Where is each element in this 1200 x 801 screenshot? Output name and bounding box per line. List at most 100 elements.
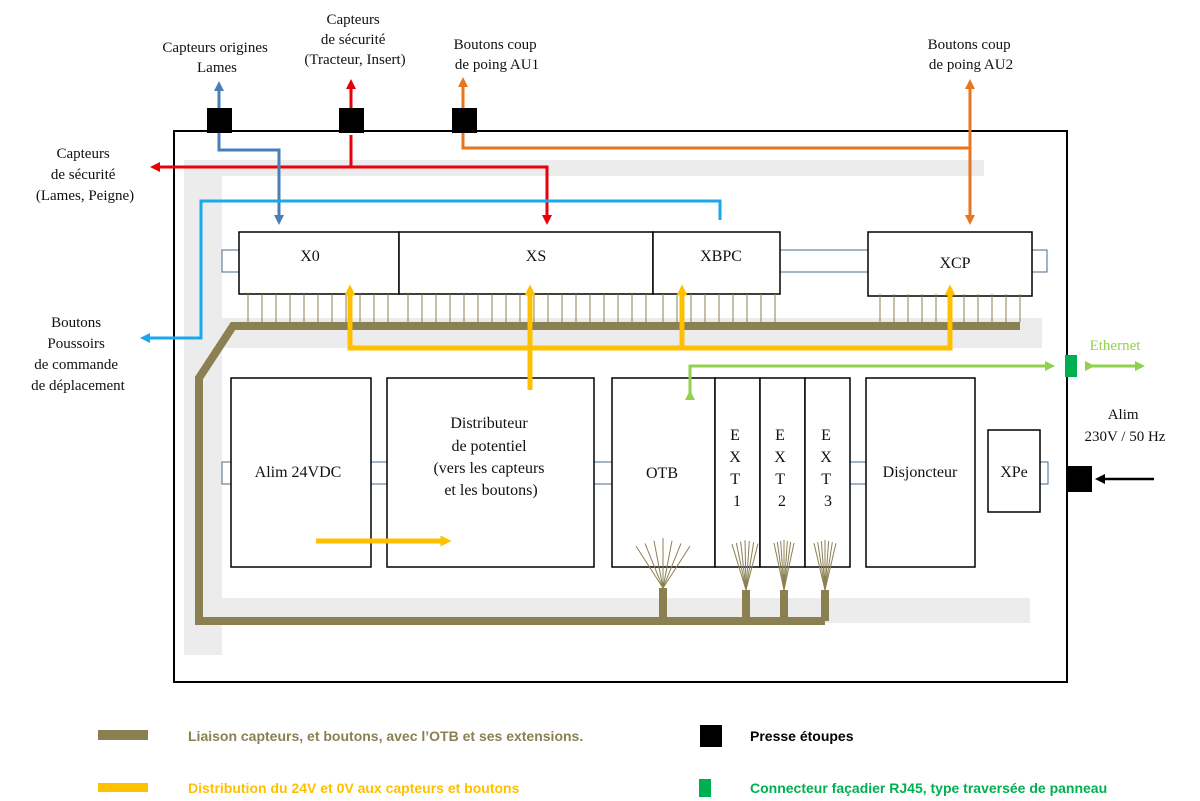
x0-terminal-block xyxy=(238,231,400,295)
xbpc-terminal-block xyxy=(652,231,781,295)
distributeur-label: Distributeur de potentiel (vers les capt… xyxy=(433,415,548,499)
fanout-wire xyxy=(735,542,747,591)
xbpc-label: XBPC xyxy=(700,248,742,265)
ext1-char-1: E xyxy=(730,427,740,444)
fanout-wire xyxy=(824,543,837,591)
cable-gland-securite xyxy=(339,108,364,133)
fanout-wire xyxy=(662,543,682,589)
boutons-au2-line-2: de poing AU2 xyxy=(929,57,1013,73)
fanout-wire xyxy=(662,540,673,589)
capteurs-securite-top-line-1: Capteurs xyxy=(326,12,379,28)
boutons-poussoirs-line-3: de commande xyxy=(34,357,118,373)
legend-gland-swatch xyxy=(700,725,722,747)
label-ethernet: Ethernet xyxy=(1090,338,1142,354)
fanout-wire xyxy=(780,540,785,591)
legend-yellow-swatch xyxy=(98,783,148,792)
legend-item-1: Liaison capteurs, et boutons, avec l’OTB… xyxy=(188,728,583,744)
green-ethernet-wiring xyxy=(685,361,1145,400)
fanout-wire xyxy=(824,542,833,591)
fanout-wire xyxy=(817,542,826,591)
fanout-wire xyxy=(653,540,664,589)
olive-bus xyxy=(195,322,1020,625)
legend: Liaison capteurs, et boutons, avec l’OTB… xyxy=(98,725,1107,797)
fanout-wire xyxy=(635,545,664,589)
capteurs-securite-top-line-3: (Tracteur, Insert) xyxy=(304,52,405,68)
wire-fanouts xyxy=(635,538,837,591)
ext3-char-3: T xyxy=(821,471,831,488)
cable-gland-power xyxy=(1068,466,1092,492)
ext2-char-1: E xyxy=(775,427,785,444)
ext3-module xyxy=(804,377,851,568)
fanout-wire xyxy=(745,540,750,591)
xpe-module xyxy=(987,429,1041,513)
capteurs-origines-line-2: Lames xyxy=(197,60,237,76)
alim-24vdc-label: Alim 24VDC xyxy=(255,464,342,481)
yellow-24v-distribution xyxy=(316,284,956,547)
ext1-label: E X T 1 xyxy=(729,427,745,510)
ext2-char-2: X xyxy=(774,449,786,466)
fanout-wire xyxy=(662,545,691,589)
legend-item-2: Distribution du 24V et 0V aux capteurs e… xyxy=(188,780,520,796)
blue-origin-wiring xyxy=(214,81,284,225)
orange-estop-wiring xyxy=(458,77,975,225)
capteurs-securite-left-line-3: (Lames, Peigne) xyxy=(36,188,134,204)
boutons-au2-line-1: Boutons coup xyxy=(928,37,1011,53)
legend-item-4: Connecteur façadier RJ45, type traversée… xyxy=(750,780,1107,796)
ext3-label: E X T 3 xyxy=(820,427,836,510)
distributeur-line-2: de potentiel xyxy=(451,438,527,455)
ext1-char-2: X xyxy=(729,449,741,466)
ext2-label: E X T 2 xyxy=(774,427,790,510)
distributeur-line-3: (vers les capteurs xyxy=(433,460,544,477)
ext2-char-4: 2 xyxy=(778,493,786,510)
fanout-wire xyxy=(783,541,792,591)
distributeur-module xyxy=(386,377,595,568)
alim-main-line-1: Alim xyxy=(1108,407,1139,423)
fanout-wire xyxy=(731,544,747,591)
fanout-wire xyxy=(776,541,785,591)
alim-main-line-2: 230V / 50 Hz xyxy=(1085,429,1166,445)
fanout-wire xyxy=(824,541,830,591)
legend-item-3: Presse étoupes xyxy=(750,728,854,744)
ext1-char-3: T xyxy=(730,471,740,488)
fanout-wire xyxy=(644,543,664,589)
boutons-poussoirs-line-2: Poussoirs xyxy=(47,336,105,352)
capteurs-securite-left-line-2: de sécurité xyxy=(51,167,116,183)
alim-24vdc-module xyxy=(230,377,372,568)
otb-module xyxy=(611,377,716,568)
ext2-char-3: T xyxy=(775,471,785,488)
capteurs-origines-line-1: Capteurs origines xyxy=(162,40,268,56)
otb-label: OTB xyxy=(646,465,678,482)
distributeur-line-4: et les boutons) xyxy=(444,482,537,499)
fanout-wire xyxy=(783,540,788,591)
label-boutons-au2: Boutons coup de poing AU2 xyxy=(928,37,1015,73)
legend-olive-swatch xyxy=(98,730,148,740)
label-boutons-au1: Boutons coup de poing AU1 xyxy=(454,37,541,73)
fanout-wire xyxy=(745,543,759,591)
label-boutons-poussoirs: Boutons Poussoirs de commande de déplace… xyxy=(31,315,126,394)
ext1-char-4: 1 xyxy=(733,493,741,510)
label-capteurs-securite-left: Capteurs de sécurité (Lames, Peigne) xyxy=(36,146,134,204)
legend-rj45-swatch xyxy=(699,779,711,797)
label-capteurs-securite-top: Capteurs de sécurité (Tracteur, Insert) xyxy=(304,12,405,68)
ext3-char-1: E xyxy=(821,427,831,444)
ext3-char-2: X xyxy=(820,449,832,466)
x0-label: X0 xyxy=(300,248,320,265)
label-capteurs-origines: Capteurs origines Lames xyxy=(162,40,271,76)
xs-label: XS xyxy=(526,248,546,265)
fanout-wire xyxy=(745,542,755,591)
xpe-label: XPe xyxy=(1000,464,1028,481)
fanout-wire xyxy=(773,542,785,591)
label-alim-main: Alim 230V / 50 Hz xyxy=(1085,407,1166,445)
capteurs-securite-left-line-1: Capteurs xyxy=(56,146,109,162)
terminal-pins xyxy=(247,294,1021,322)
fanout-wire xyxy=(820,541,826,591)
boutons-au1-line-2: de poing AU1 xyxy=(455,57,539,73)
fanout-wire xyxy=(740,541,747,591)
capteurs-securite-top-line-2: de sécurité xyxy=(321,32,386,48)
xcp-label: XCP xyxy=(939,255,970,272)
fanout-wire xyxy=(744,540,747,591)
boutons-poussoirs-line-4: de déplacement xyxy=(31,378,126,394)
cable-gland-au1 xyxy=(452,108,477,133)
boutons-poussoirs-line-1: Boutons xyxy=(51,315,101,331)
